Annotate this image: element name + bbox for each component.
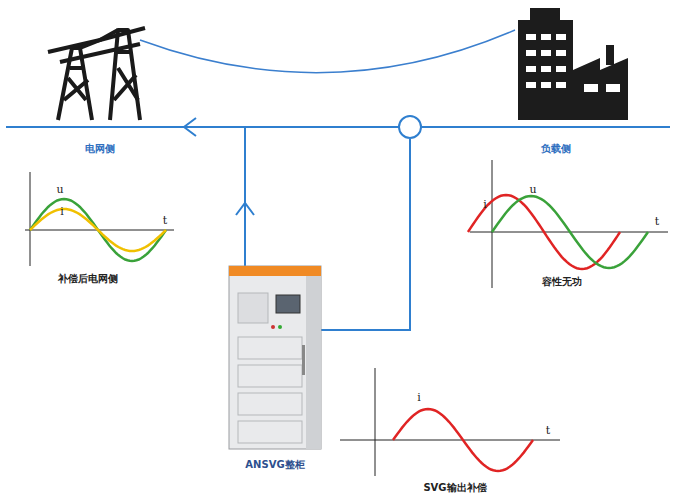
text-label: u xyxy=(56,184,63,196)
text-label: t xyxy=(546,425,550,437)
text-label: i xyxy=(417,392,421,404)
text-label: 电网侧 xyxy=(85,143,115,154)
svg-output-graph xyxy=(340,368,560,476)
text-label: 负载侧 xyxy=(541,143,571,154)
grid-side-graph xyxy=(25,172,174,266)
text-label: u xyxy=(529,184,536,196)
capacitive-graph xyxy=(468,160,668,288)
svg-cabinet: ANSVG整柜 xyxy=(228,265,322,450)
text-label: t xyxy=(655,216,659,228)
cabinet-label: ANSVG整柜 xyxy=(245,458,304,472)
tower-icon xyxy=(48,28,145,120)
bus-line xyxy=(6,118,670,330)
current-transformer xyxy=(399,116,421,138)
text-label: SVG输出补偿 xyxy=(423,482,486,493)
text-label: 补偿后电网侧 xyxy=(58,273,118,284)
text-label: i xyxy=(483,199,487,211)
text-label: 容性无功 xyxy=(542,276,582,287)
overhead-wire xyxy=(140,30,515,73)
factory-icon xyxy=(518,8,628,120)
text-label: i xyxy=(60,206,64,218)
text-label: t xyxy=(163,215,167,227)
cabinet-drawing xyxy=(228,265,322,450)
